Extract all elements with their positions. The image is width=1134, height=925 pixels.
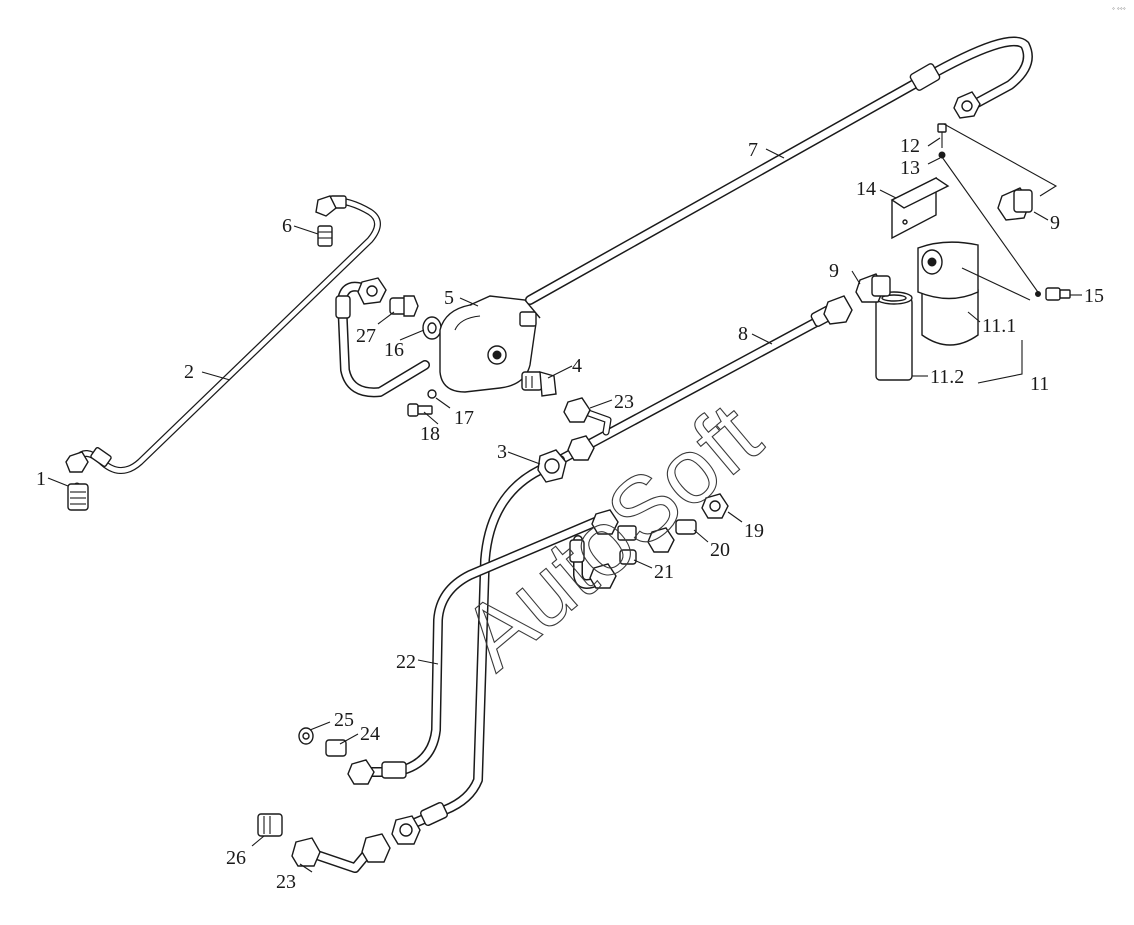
pipe-loop-27 <box>335 277 430 398</box>
callout-6: 6 <box>282 215 292 237</box>
nut-3 <box>537 449 567 483</box>
callout-20: 20 <box>710 539 730 561</box>
callout-23-lower: 23 <box>276 871 296 893</box>
callout-8: 8 <box>738 323 748 345</box>
callout-5: 5 <box>444 287 454 309</box>
callout-4: 4 <box>572 355 582 377</box>
callout-23-upper: 23 <box>614 391 634 413</box>
filter-11 <box>917 241 979 346</box>
callout-25: 25 <box>334 709 354 731</box>
callout-1: 1 <box>36 468 46 490</box>
bolt-18 <box>407 403 433 417</box>
callout-7: 7 <box>748 139 758 161</box>
pipe-2 <box>74 195 381 474</box>
fitting-27 <box>389 295 419 317</box>
pipe-7 <box>525 36 1033 305</box>
pump-5 <box>439 295 541 393</box>
callout-24: 24 <box>360 723 380 745</box>
pipe-vertical-main <box>405 455 565 830</box>
fitting-6 <box>317 225 333 247</box>
callout-11: 11 <box>1030 373 1049 395</box>
callout-3: 3 <box>497 441 507 463</box>
callout-11-2: 11.2 <box>930 366 964 388</box>
callout-9-upper: 9 <box>1050 212 1060 234</box>
callout-labels: 1 2 3 4 5 6 7 8 9 9 11 11.1 11.2 12 13 1… <box>36 135 1104 893</box>
branch-tee <box>569 509 637 589</box>
filter-element-11-2 <box>875 291 913 381</box>
fitting-20 <box>647 519 697 553</box>
pipe-22 <box>347 515 605 785</box>
fitting-9-upper <box>997 187 1033 221</box>
callout-16: 16 <box>384 339 404 361</box>
fitting-26 <box>257 813 283 837</box>
assembly-lines <box>941 123 1058 384</box>
washer-25 <box>298 727 314 745</box>
callout-12: 12 <box>900 135 920 157</box>
callout-26: 26 <box>226 847 246 869</box>
elbow-23-upper <box>563 397 612 461</box>
callout-17: 17 <box>454 407 474 429</box>
bolt-12 <box>937 123 947 148</box>
callout-leaders <box>47 137 1082 873</box>
callout-19: 19 <box>744 520 764 542</box>
bolt-15 <box>1035 287 1071 301</box>
nut-19 <box>701 493 729 519</box>
callout-11-1: 11.1 <box>982 315 1016 337</box>
ring-17 <box>427 389 437 399</box>
fitting-9-lower <box>855 273 891 303</box>
fitting-4 <box>521 371 557 397</box>
callout-21: 21 <box>654 561 674 583</box>
fitting-21 <box>619 549 637 565</box>
bracket-14 <box>890 176 950 240</box>
corner-mark: ° °°° <box>1112 7 1126 14</box>
callout-18: 18 <box>420 423 440 445</box>
callout-27: 27 <box>356 325 376 347</box>
elbow-23-lower <box>291 815 421 873</box>
callout-22: 22 <box>396 651 416 673</box>
washer-13 <box>938 151 946 159</box>
fitting-1 <box>65 451 89 511</box>
callout-15: 15 <box>1084 285 1104 307</box>
callout-13: 13 <box>900 157 920 179</box>
callout-14: 14 <box>856 178 876 200</box>
callout-9-lower: 9 <box>829 260 839 282</box>
washer-16 <box>422 316 442 340</box>
callout-2: 2 <box>184 361 194 383</box>
